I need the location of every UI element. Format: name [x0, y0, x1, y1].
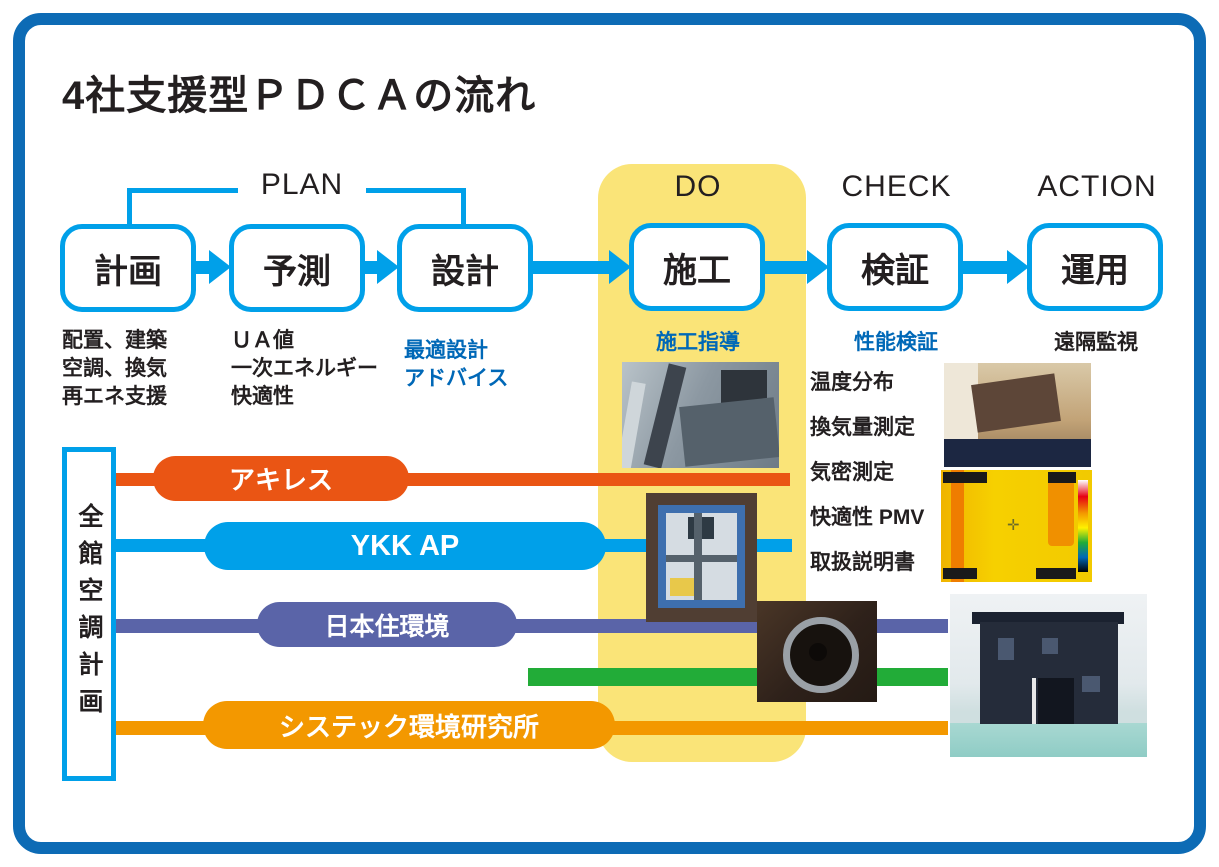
- company-pill-nihon-jukankyo: 日本住環境: [257, 602, 517, 647]
- note-action: 遠隔監視: [1027, 329, 1165, 357]
- arrow-shaft: [531, 260, 609, 274]
- green-line: [528, 668, 948, 686]
- note-line: ＵＡ値: [231, 329, 294, 352]
- window-installation-photo: [646, 493, 757, 622]
- photo-detail: [998, 638, 1014, 660]
- step-label: 計画: [94, 252, 162, 291]
- photo-detail: [951, 470, 964, 582]
- phase-label-do: DO: [674, 170, 722, 203]
- step-box-action: 運用: [1027, 223, 1163, 311]
- phase-label-action: ACTION: [1037, 170, 1157, 203]
- note-line: 遠隔監視: [1054, 331, 1138, 354]
- step-label: 予測: [263, 252, 331, 291]
- note-line: 一次エネルギー: [231, 357, 378, 380]
- arrow-head: [807, 250, 829, 284]
- note-line: 性能検証: [854, 331, 938, 354]
- arrow-right-icon: [961, 250, 1029, 284]
- arrow-shaft: [763, 260, 807, 274]
- photo-detail: [1036, 568, 1076, 579]
- measurement-equipment-photo: [944, 363, 1091, 467]
- photo-detail: [944, 439, 1091, 467]
- arrow-right-icon: [763, 250, 829, 284]
- photo-detail: [809, 643, 827, 661]
- note-plan-1: 配置、建築 空調、換気 再エネ支援: [62, 327, 167, 411]
- step-box-do: 施工: [629, 223, 765, 311]
- list-item: 気密測定: [810, 461, 894, 484]
- step-box-plan-2: 予測: [229, 224, 365, 312]
- note-line: 再エネ支援: [62, 385, 167, 408]
- photo-detail: [1032, 678, 1036, 724]
- photo-detail: [1048, 480, 1074, 546]
- note-line: 快適性: [231, 385, 294, 408]
- step-label: 施工: [663, 251, 731, 290]
- photo-detail: [1082, 676, 1100, 692]
- note-line: 空調、換気: [62, 357, 167, 380]
- vbox-label: 全館空調計画: [75, 503, 103, 725]
- note-check: 性能検証: [827, 329, 965, 357]
- note-line: 施工指導: [656, 331, 740, 354]
- plan-bracket-left: [127, 188, 132, 226]
- list-item: 取扱説明書: [810, 551, 915, 574]
- arrow-right-icon: [531, 250, 631, 284]
- duct-fan-photo: [757, 601, 877, 702]
- note-plan-3: 最適設計 アドバイス: [404, 337, 508, 393]
- photo-detail: [1048, 472, 1076, 483]
- whole-house-ac-plan-box: 全館空調計画: [62, 447, 116, 781]
- crosshair-icon: ✛: [1007, 517, 1020, 534]
- arrow-head: [377, 250, 399, 284]
- step-box-plan-1: 計画: [60, 224, 196, 312]
- page-title: 4社支援型ＰＤＣＡの流れ: [62, 74, 537, 118]
- arrow-shaft: [194, 260, 209, 274]
- photo-detail: [1038, 678, 1074, 724]
- photo-detail: [943, 568, 977, 579]
- step-label: 運用: [1061, 251, 1129, 290]
- note-line: 最適設計: [404, 339, 488, 362]
- plan-bracket-right: [461, 188, 466, 226]
- step-box-plan-3: 設計: [397, 224, 533, 312]
- arrow-head: [1007, 250, 1029, 284]
- arrow-head: [209, 250, 231, 284]
- check-measurement-list: 温度分布 換気量測定 気密測定 快適性 PMV 取扱説明書: [810, 369, 924, 594]
- list-item: 温度分布: [810, 371, 894, 394]
- note-line: アドバイス: [404, 367, 509, 390]
- photo-detail: [950, 723, 1147, 757]
- list-item: 快適性 PMV: [810, 506, 925, 529]
- photo-detail: [1042, 638, 1058, 654]
- note-plan-2: ＵＡ値 一次エネルギー 快適性: [231, 327, 378, 411]
- construction-site-photo: [622, 362, 779, 468]
- photo-detail: [694, 513, 702, 600]
- phase-label-check: CHECK: [841, 170, 952, 203]
- photo-detail: [622, 381, 646, 468]
- arrow-right-icon: [363, 250, 399, 284]
- arrow-shaft: [363, 260, 377, 274]
- phase-label-plan: PLAN: [238, 168, 366, 202]
- photo-detail: [679, 397, 779, 467]
- model-house-photo: [950, 594, 1147, 757]
- arrow-shaft: [961, 260, 1007, 274]
- company-name: アキレス: [228, 465, 333, 495]
- step-label: 検証: [861, 251, 929, 290]
- step-label: 設計: [431, 252, 499, 291]
- photo-detail: [972, 612, 1124, 624]
- thermal-image-photo: ✛: [941, 470, 1092, 582]
- photo-detail: [943, 472, 987, 483]
- arrow-right-icon: [194, 250, 231, 284]
- company-pill-achilles: アキレス: [153, 456, 409, 501]
- thermal-color-scale: [1078, 480, 1088, 572]
- photo-detail: [670, 578, 694, 596]
- company-pill-ykkap: YKK AP: [204, 522, 606, 570]
- list-item: 換気量測定: [810, 416, 915, 439]
- outer-border: [13, 13, 1206, 854]
- note-do: 施工指導: [629, 329, 767, 357]
- photo-detail: [971, 373, 1061, 433]
- arrow-head: [609, 250, 631, 284]
- company-name: システック環境研究所: [278, 711, 539, 742]
- note-line: 配置、建築: [62, 329, 167, 352]
- company-name: YKK AP: [350, 529, 460, 562]
- company-name: 日本住環境: [324, 612, 450, 641]
- company-pill-cybertec: システック環境研究所: [203, 701, 615, 749]
- step-box-check: 検証: [827, 223, 963, 311]
